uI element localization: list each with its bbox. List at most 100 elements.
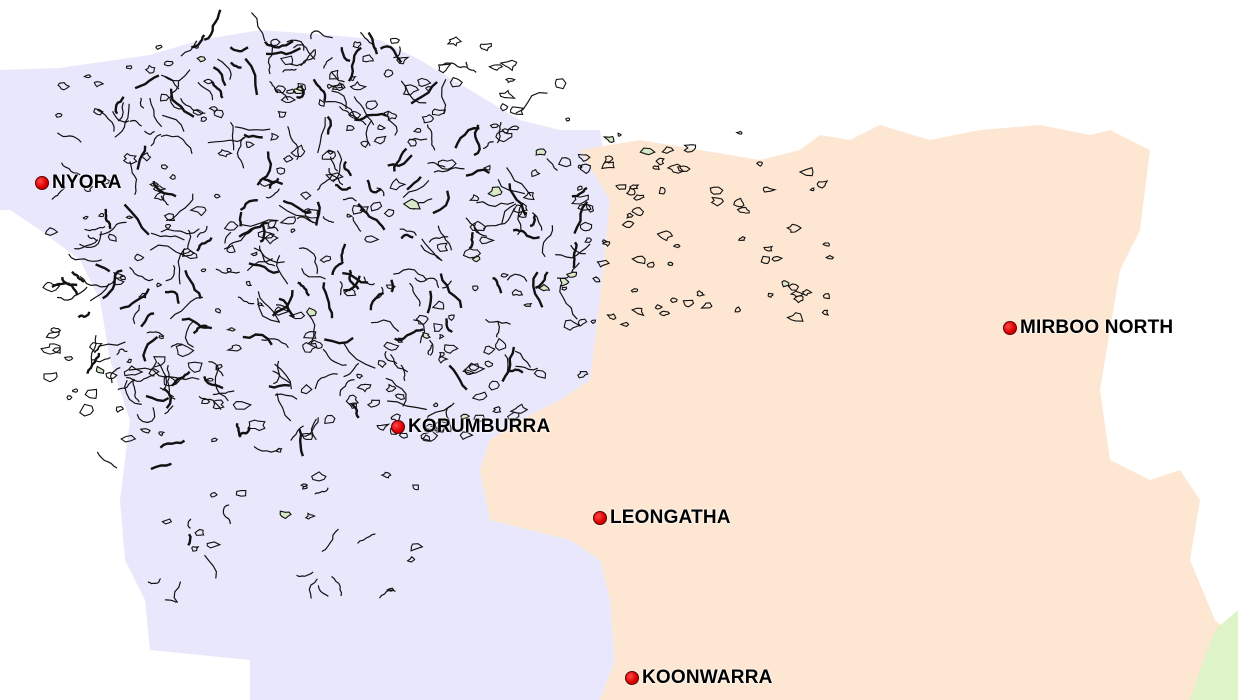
stream-feature: [468, 231, 474, 250]
wetland-polygon: [557, 157, 572, 168]
wetland-polygon: [112, 277, 125, 286]
stream-feature: [326, 115, 333, 135]
wetland-polygon: [232, 401, 253, 410]
stream-feature: [432, 190, 451, 215]
wetland-polygon: [531, 169, 541, 178]
wetland-polygon: [215, 363, 223, 371]
stream-feature: [230, 61, 242, 69]
wetland-polygon: [152, 185, 166, 194]
stream-feature: [448, 364, 468, 391]
wetland-polygon: [83, 74, 92, 79]
wetland-polygon: [331, 83, 346, 92]
wetland-polygon: [565, 117, 571, 122]
wetland-polygon: [658, 186, 666, 195]
stream-feature: [187, 518, 192, 529]
wetland-polygon: [498, 89, 517, 99]
stream-feature: [164, 405, 174, 415]
wetland-polygon: [590, 319, 596, 325]
stream-feature: [322, 282, 334, 319]
stream-feature: [352, 216, 362, 232]
wetland-polygon: [45, 331, 60, 339]
wetland-polygon: [535, 148, 547, 156]
town-marker-korumburra[interactable]: KORUMBURRA: [391, 416, 550, 438]
stream-feature: [559, 285, 578, 320]
wetland-polygon: [433, 322, 443, 332]
stream-feature: [331, 576, 343, 597]
wetland-polygon: [366, 399, 380, 408]
town-marker-nyora[interactable]: NYORA: [35, 172, 122, 194]
wetland-polygon: [700, 302, 713, 309]
wetland-polygon: [377, 360, 387, 369]
wetland-polygon: [373, 135, 387, 145]
stream-feature: [116, 348, 128, 356]
wetland-polygon: [533, 369, 547, 379]
wetland-polygon: [429, 421, 448, 433]
wetland-polygon: [302, 331, 317, 339]
stream-feature: [212, 390, 235, 396]
wetland-polygon: [559, 277, 570, 288]
stream-feature: [117, 102, 124, 122]
wetland-polygon: [398, 432, 408, 439]
wetland-polygon: [194, 528, 205, 536]
stream-feature: [328, 168, 344, 186]
wetland-polygon: [676, 165, 691, 172]
wetland-polygon: [655, 157, 665, 166]
wetland-polygon: [181, 247, 195, 257]
stream-feature: [324, 336, 354, 345]
wetland-polygon: [343, 288, 357, 297]
stream-feature: [282, 68, 297, 73]
stream-feature: [387, 400, 427, 411]
wetland-polygon: [407, 138, 417, 147]
town-marker-leongatha[interactable]: LEONGATHA: [593, 507, 731, 529]
wetland-polygon: [577, 371, 589, 379]
stream-feature: [145, 394, 170, 403]
stream-feature: [169, 81, 184, 110]
wetland-polygon: [193, 45, 199, 49]
wetland-polygon: [577, 153, 591, 162]
stream-feature: [387, 154, 413, 168]
stream-feature: [84, 225, 106, 232]
stream-feature: [441, 79, 447, 115]
wetland-polygon: [617, 132, 622, 137]
stream-feature: [482, 207, 515, 230]
wetland-polygon: [214, 308, 222, 314]
town-label-mirboo-north: MIRBOO NORTH: [1020, 317, 1174, 338]
wetland-polygon: [300, 191, 312, 201]
wetland-polygon: [304, 209, 320, 219]
stream-feature: [212, 66, 227, 87]
stream-feature: [257, 297, 281, 323]
wetland-polygon: [438, 333, 445, 340]
stream-feature: [473, 124, 481, 157]
stream-feature: [267, 226, 279, 232]
stream-feature: [424, 405, 452, 432]
wetland-polygon: [225, 344, 242, 352]
region-east: [480, 125, 1238, 700]
stream-feature: [239, 199, 258, 212]
wetland-polygon: [163, 213, 176, 221]
stream-feature: [160, 195, 169, 206]
stream-feature: [390, 353, 409, 373]
wetland-polygon: [82, 215, 89, 220]
stream-feature: [314, 487, 329, 495]
stream-feature: [366, 179, 382, 194]
wetland-polygon: [83, 186, 94, 193]
wetland-polygon: [432, 402, 439, 408]
wetland-polygon: [152, 356, 166, 369]
wetland-polygon: [189, 206, 207, 217]
stream-feature: [465, 61, 477, 73]
town-marker-koonwarra[interactable]: KOONWARRA: [625, 667, 773, 689]
stream-feature: [343, 275, 361, 292]
wetland-polygon: [631, 207, 645, 217]
wetland-polygon: [352, 40, 362, 49]
wetland-polygon: [506, 411, 520, 423]
wetland-polygon: [345, 125, 355, 132]
region-west: [0, 30, 615, 700]
town-marker-mirboo-north[interactable]: MIRBOO NORTH: [1003, 317, 1173, 339]
wetland-polygon: [212, 399, 225, 410]
stream-feature: [323, 100, 358, 121]
stream-feature: [312, 78, 327, 102]
stream-feature: [253, 446, 281, 453]
wetland-polygon: [652, 165, 661, 171]
wetland-polygon: [488, 64, 504, 71]
